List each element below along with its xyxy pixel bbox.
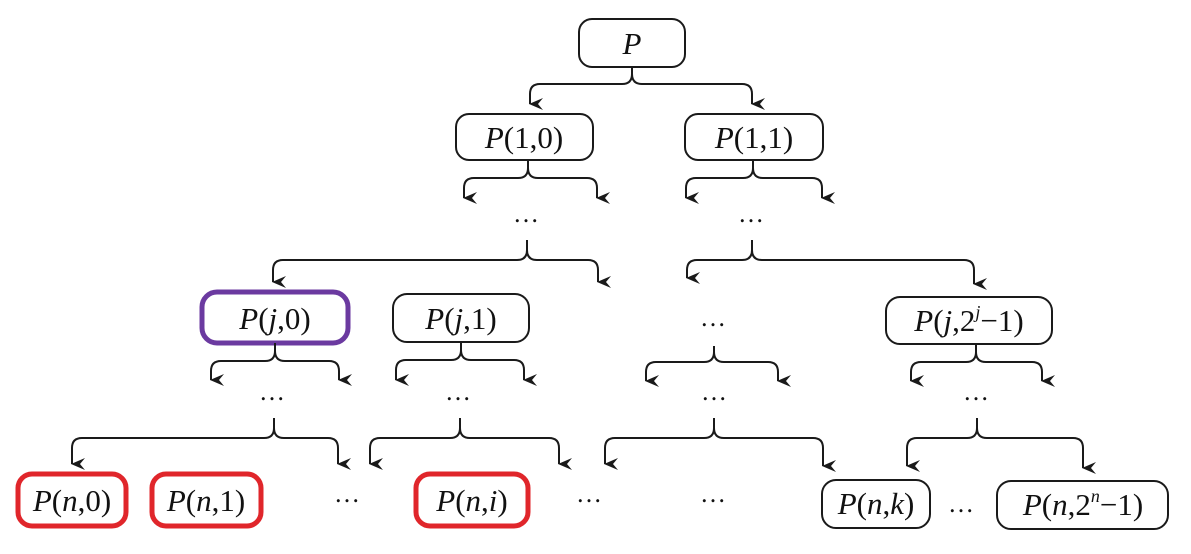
ellipsis-l4-3: … bbox=[701, 377, 729, 406]
svg-text:P(1,1): P(1,1) bbox=[714, 120, 793, 155]
fork-dots-right bbox=[686, 240, 987, 290]
node-p-n-k: P(n,k) bbox=[821, 479, 931, 529]
node-p-1-1: P(1,1) bbox=[684, 113, 824, 161]
ellipsis-leaf-4: … bbox=[948, 489, 976, 518]
fork-leaf-3 bbox=[604, 418, 836, 472]
ellipsis-l4-1: … bbox=[259, 377, 287, 406]
fork-p-1-0 bbox=[463, 160, 610, 204]
svg-text:P(j,1): P(j,1) bbox=[424, 301, 496, 336]
fork-dots-middle bbox=[645, 346, 791, 387]
svg-text:P(n,0): P(n,0) bbox=[32, 483, 111, 518]
svg-text:P(n,1): P(n,1) bbox=[166, 483, 245, 518]
ellipsis-l2-right: … bbox=[738, 199, 766, 228]
node-root: P bbox=[578, 18, 686, 68]
node-p-n-1: P(n,1) bbox=[149, 471, 264, 529]
fork-p-j-2j-1 bbox=[910, 344, 1055, 387]
fork-leaf-1 bbox=[71, 418, 351, 470]
svg-text:P(j,2j−1): P(j,2j−1) bbox=[913, 302, 1023, 338]
ellipsis-l4-4: … bbox=[963, 377, 991, 406]
node-p-j-1: P(j,1) bbox=[392, 293, 530, 343]
svg-text:P(n,k): P(n,k) bbox=[837, 486, 915, 521]
ellipsis-leaf-1: … bbox=[334, 479, 362, 508]
fork-p-1-1 bbox=[685, 160, 835, 204]
ellipsis-l3-middle: … bbox=[700, 303, 728, 332]
node-p-j-2j-1: P(j,2j−1) bbox=[885, 296, 1053, 345]
fork-root bbox=[529, 67, 765, 110]
svg-text:P: P bbox=[622, 26, 642, 61]
fork-leaf-4 bbox=[906, 418, 1096, 474]
node-p-n-2n-1: P(n,2n−1) bbox=[996, 480, 1169, 530]
ellipsis-l4-2: … bbox=[445, 377, 473, 406]
node-p-j-0: P(j,0) bbox=[199, 289, 351, 346]
node-p-n-0: P(n,0) bbox=[15, 471, 129, 529]
fork-dots-left bbox=[272, 240, 611, 288]
svg-text:P(n,2n−1): P(n,2n−1) bbox=[1022, 486, 1143, 522]
fork-p-j-1 bbox=[395, 342, 537, 386]
fork-p-j-0 bbox=[210, 343, 352, 386]
ellipsis-leaf-3: … bbox=[700, 479, 728, 508]
svg-text:P(j,0): P(j,0) bbox=[238, 301, 310, 336]
ellipsis-leaf-2: … bbox=[576, 479, 604, 508]
ellipsis-l2-left: … bbox=[513, 199, 541, 228]
node-p-n-i: P(n,i) bbox=[413, 471, 531, 529]
fork-leaf-2 bbox=[369, 418, 572, 470]
svg-text:P(n,i): P(n,i) bbox=[435, 483, 507, 518]
svg-text:P(1,0): P(1,0) bbox=[484, 120, 563, 155]
node-p-1-0: P(1,0) bbox=[455, 113, 594, 161]
